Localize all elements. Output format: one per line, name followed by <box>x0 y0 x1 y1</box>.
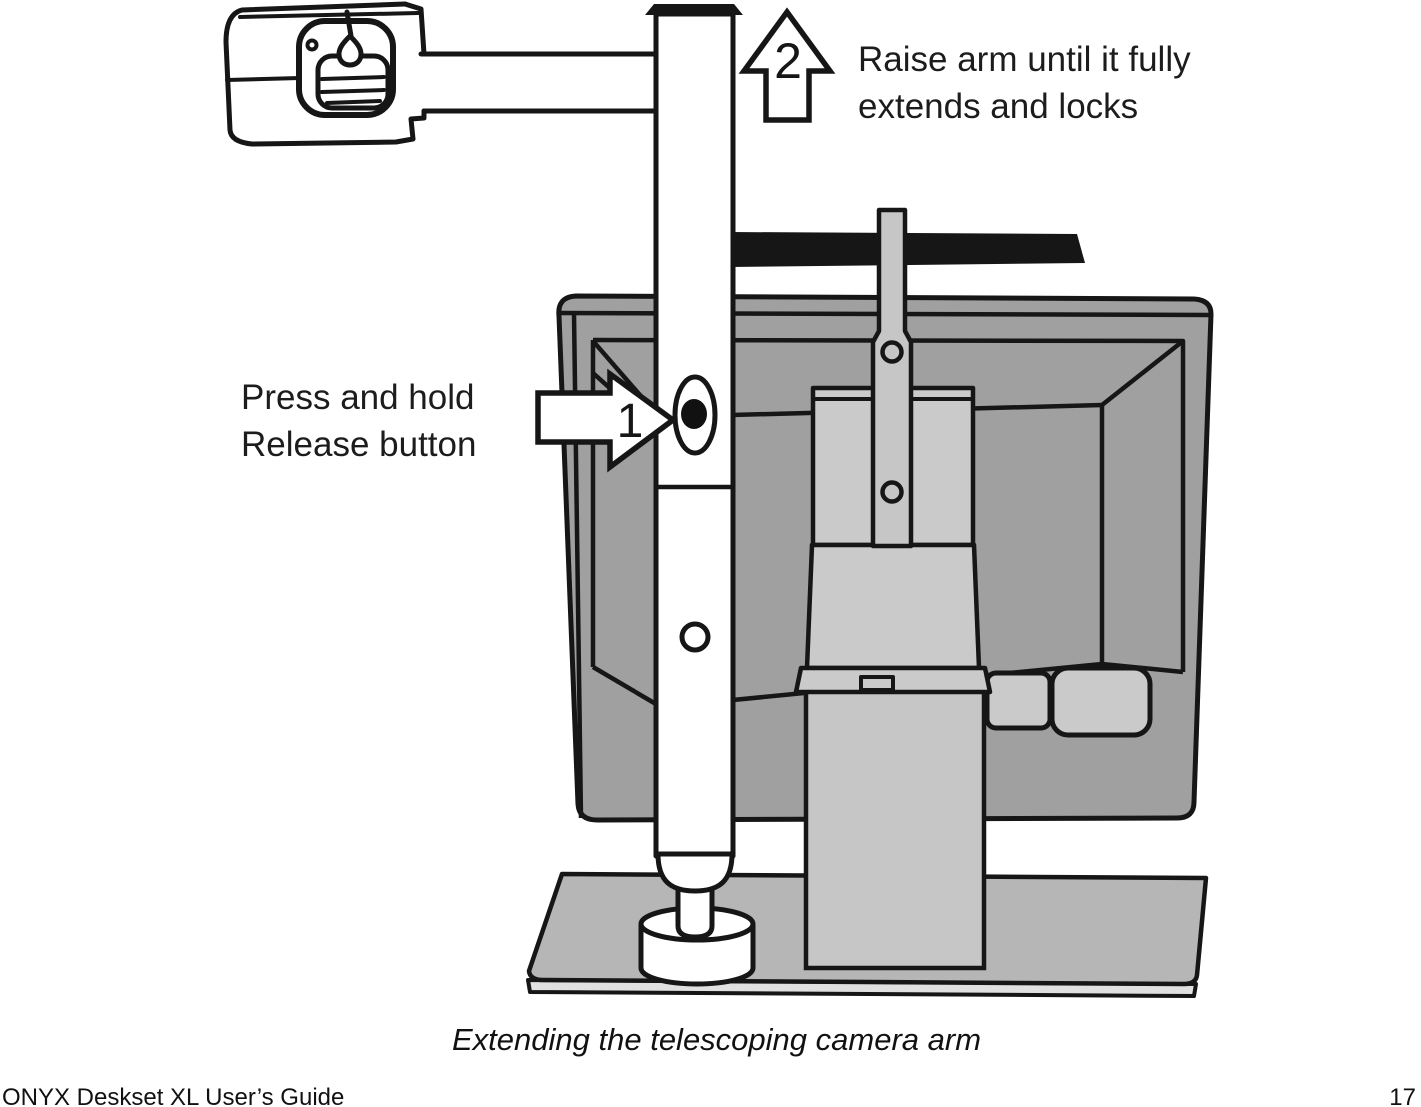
camera-arm <box>418 51 661 114</box>
release-button-center <box>681 399 707 429</box>
camera-mount-bar <box>730 232 1085 267</box>
bracket-lip-notch <box>859 675 895 692</box>
stand-bracket-lip <box>793 665 993 695</box>
footer-doc-title: ONYX Deskset XL User’s Guide <box>2 1084 345 1107</box>
step1-arrow <box>535 368 678 473</box>
figure-caption: Extending the telescoping camera arm <box>452 1022 982 1057</box>
rod-hole-bottom <box>880 480 904 504</box>
stand-bracket-rod <box>870 207 914 549</box>
step2-number: 2 <box>774 33 802 89</box>
rod-hole-top <box>880 340 904 364</box>
step2-label: Raise arm until it fully extends and loc… <box>858 36 1191 130</box>
camera-indicator-dot <box>305 38 319 52</box>
pole-bottom-dome <box>655 851 735 894</box>
pole-foot <box>638 905 756 987</box>
pole-foot-rod <box>675 883 715 940</box>
cable-clip-small <box>984 670 1053 731</box>
cable-clip-large <box>1049 665 1153 738</box>
camera-pin-bulb <box>336 33 364 68</box>
step2-label-line2: extends and locks <box>858 87 1139 126</box>
footer-page-number: 17 <box>1389 1084 1416 1107</box>
step2-arrow <box>738 7 836 123</box>
camera-pin-icon <box>344 9 354 39</box>
telescoping-pole <box>645 4 743 894</box>
step1-label-line1: Press and hold <box>241 378 475 417</box>
step1-number: 1 <box>617 395 644 448</box>
step2-label-line1: Raise arm until it fully <box>858 40 1191 79</box>
pole-hole <box>679 621 711 653</box>
step1-label: Press and hold Release button <box>241 374 476 468</box>
camera-head <box>223 1 661 147</box>
monitor-stand-column <box>803 687 987 971</box>
step1-label-line2: Release button <box>241 425 477 464</box>
